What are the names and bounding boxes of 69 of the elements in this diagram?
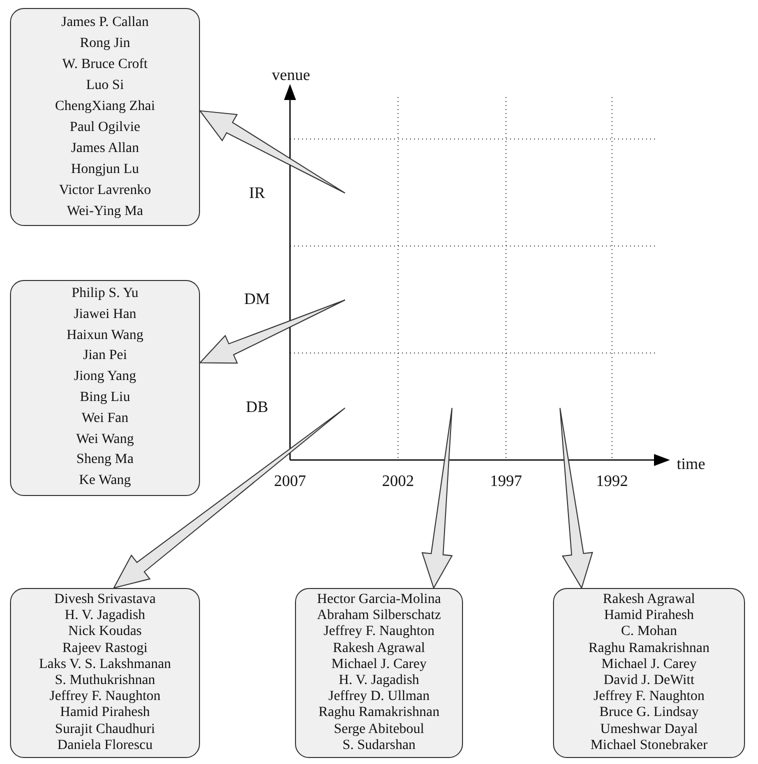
- author-name: Philip S. Yu: [72, 285, 138, 304]
- author-name: Rajeev Rastogi: [62, 640, 148, 657]
- author-name: Michael Stonebraker: [590, 738, 708, 754]
- author-name: James Allan: [70, 140, 140, 158]
- author-name: Ke Wang: [79, 472, 131, 490]
- author-name: Jeffrey F. Naughton: [594, 689, 704, 706]
- author-name: Sheng Ma: [76, 451, 134, 470]
- year-label: 2002: [382, 473, 414, 491]
- author-name: Hongjun Lu: [70, 161, 140, 179]
- year-label: 1997: [490, 473, 522, 491]
- year-label: 1992: [596, 473, 628, 491]
- venue-label: DB: [246, 399, 268, 417]
- author-name: Jeffrey F. Naughton: [50, 689, 160, 706]
- author-name: Laks V. S. Lakshmanan: [38, 656, 172, 673]
- author-name: Rong Jin: [80, 35, 130, 53]
- author-name: Hamid Pirahesh: [604, 608, 694, 624]
- author-name: Wei Fan: [82, 410, 128, 428]
- author-name: James P. Callan: [61, 14, 149, 32]
- author-name: Michael J. Carey: [601, 656, 697, 673]
- author-name: Serge Abiteboul: [334, 722, 424, 738]
- author-name: H. V. Jagadish: [64, 608, 146, 624]
- author-list-box: [10, 588, 200, 758]
- author-name: Jeffrey D. Ullman: [328, 689, 430, 706]
- venue-label: IR: [249, 185, 265, 203]
- axis-title: time: [676, 456, 706, 474]
- author-name: H. V. Jagadish: [338, 673, 420, 690]
- author-name: Michael J. Carey: [331, 656, 427, 673]
- block-arrow: [112, 408, 346, 589]
- author-name: Divesh Srivastava: [54, 592, 156, 608]
- author-name: Daniela Florescu: [57, 738, 153, 754]
- author-name: Rakesh Agrawal: [332, 640, 426, 657]
- author-name: Haixun Wang: [66, 326, 144, 345]
- author-name: Bing Liu: [80, 389, 130, 407]
- block-arrow: [198, 110, 346, 194]
- axis-title: venue: [272, 67, 310, 85]
- author-name: Nick Koudas: [68, 624, 142, 641]
- block-arrow: [198, 300, 346, 364]
- author-name: Paul Ogilvie: [70, 119, 140, 137]
- author-name: Abraham Silberschatz: [316, 608, 441, 624]
- block-arrow: [560, 408, 594, 590]
- author-name: Umeshwar Dayal: [600, 722, 698, 738]
- author-name: David J. DeWitt: [604, 673, 694, 690]
- author-name: Bruce G. Lindsay: [599, 705, 699, 722]
- author-name: Jiong Yang: [74, 368, 136, 386]
- author-name: S. Sudarshan: [342, 738, 416, 754]
- author-name: Wei-Ying Ma: [66, 203, 144, 221]
- author-name: Wei Wang: [76, 430, 134, 449]
- author-name: Surajit Chaudhuri: [55, 722, 155, 738]
- author-list-box: [295, 588, 463, 758]
- author-name: Rakesh Agrawal: [602, 592, 696, 608]
- author-name: Victor Lavrenko: [58, 182, 152, 200]
- author-name: Raghu Ramakrishnan: [588, 640, 710, 657]
- author-list-box: [553, 588, 745, 758]
- author-name: S. Muthukrishnan: [54, 673, 156, 690]
- author-name: Jiawei Han: [74, 306, 136, 324]
- author-name: W. Bruce Croft: [62, 56, 148, 74]
- author-list-box: [10, 280, 200, 496]
- year-label: 2007: [274, 473, 306, 491]
- author-name: Raghu Ramakrishnan: [318, 705, 440, 722]
- author-name: ChengXiang Zhai: [55, 98, 155, 116]
- author-name: Luo Si: [86, 77, 124, 95]
- author-name: Jeffrey F. Naughton: [324, 624, 434, 641]
- author-list-box: [10, 8, 200, 226]
- venue-label: DM: [244, 291, 270, 309]
- author-name: Hector Garcia-Molina: [317, 592, 441, 608]
- block-arrow: [421, 408, 453, 590]
- author-name: C. Mohan: [621, 624, 677, 641]
- author-name: Hamid Pirahesh: [60, 705, 150, 722]
- author-name: Jian Pei: [83, 347, 127, 366]
